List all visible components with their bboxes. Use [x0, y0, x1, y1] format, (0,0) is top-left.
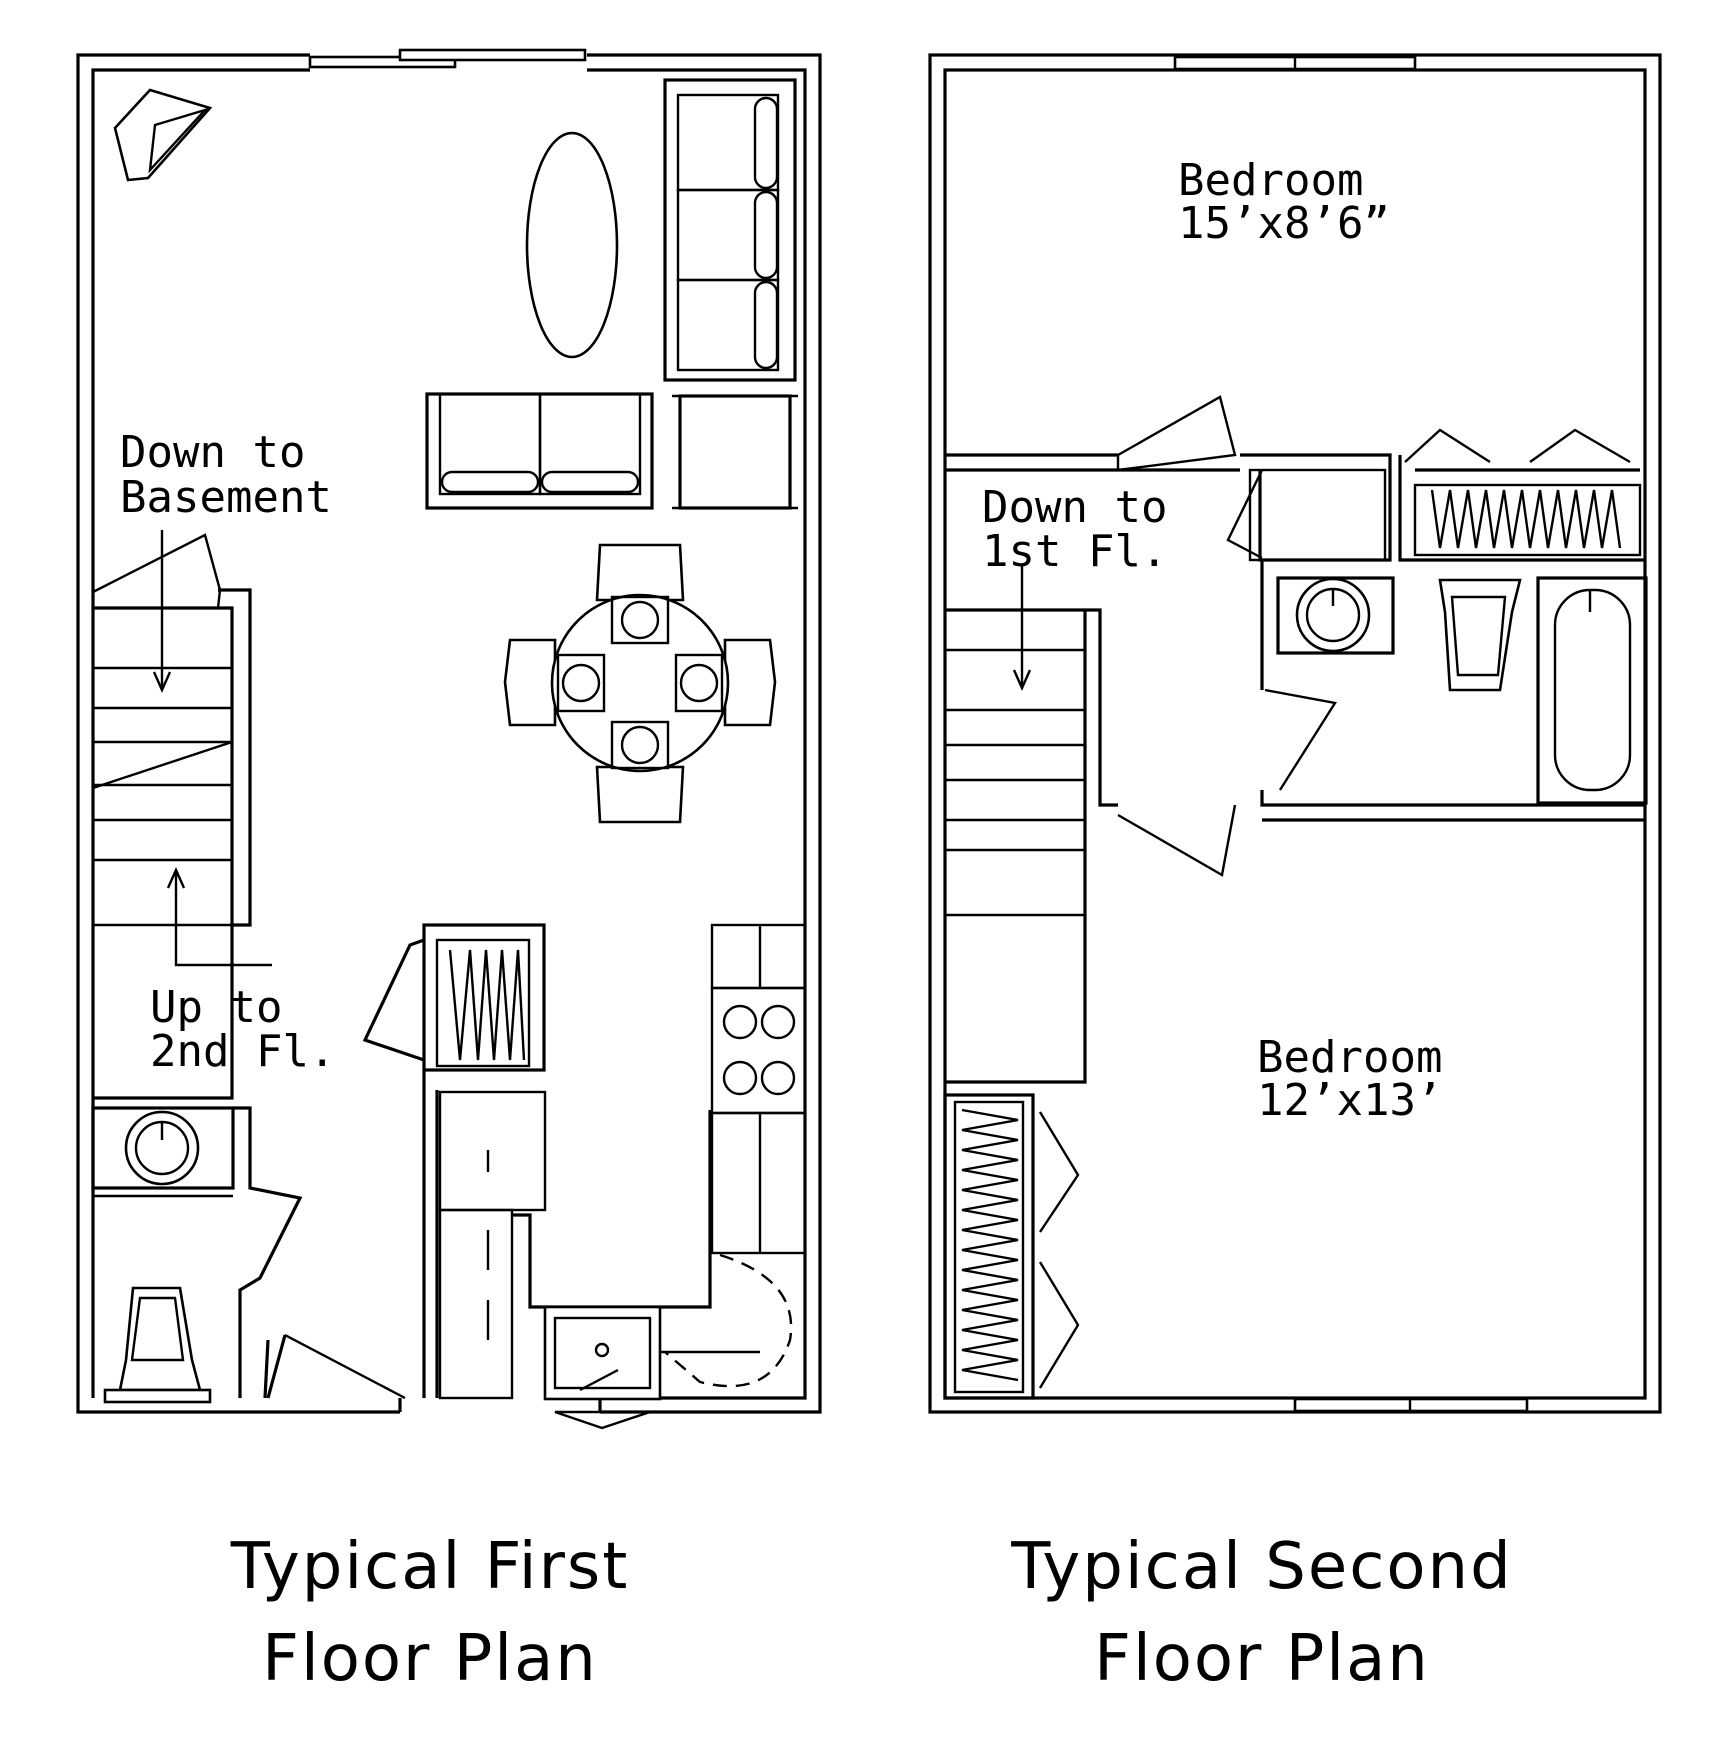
second-floor-windows	[1173, 55, 1529, 1413]
second-floor-exterior-walls	[928, 53, 1662, 1414]
kitchen-sink	[543, 1305, 662, 1430]
end-table	[672, 394, 798, 510]
pantry-closet	[362, 923, 546, 1072]
caption-second-floor-line1: Typical Second	[1010, 1530, 1512, 1604]
second-floor-plan	[928, 53, 1662, 1414]
caption-first-floor-line1: Typical First	[230, 1530, 630, 1604]
sofa-right	[663, 78, 797, 382]
first-floor-plan	[76, 48, 822, 1430]
bottom-bedroom-closet	[943, 1093, 1080, 1400]
label-up-to-2nd-line2: 2nd Fl.	[150, 1026, 335, 1077]
corner-fireplace	[113, 88, 213, 182]
label-bedroom-bottom-size: 12’x13’	[1257, 1075, 1442, 1126]
label-bedroom-bottom-name: Bedroom	[1257, 1032, 1442, 1083]
second-floor-bathroom	[1260, 560, 1648, 822]
first-floor-stairs	[91, 530, 272, 1100]
label-bedroom-top-size: 15’x8’6”	[1178, 198, 1390, 249]
sliding-glass-door	[308, 48, 587, 69]
powder-room	[91, 1106, 406, 1404]
first-floor-exterior-walls	[76, 53, 822, 1414]
label-down-to-1st-line1: Down to	[982, 482, 1167, 533]
label-down-to-basement-line1: Down to	[120, 427, 305, 478]
caption-first-floor-line2: Floor Plan	[262, 1622, 598, 1696]
hall-closet-door	[1226, 469, 1264, 560]
label-up-to-2nd-line1: Up to	[150, 982, 282, 1033]
caption-second-floor-line2: Floor Plan	[1094, 1622, 1430, 1696]
hall-door-lower	[1117, 804, 1237, 877]
top-bedroom-walls	[945, 395, 1645, 562]
label-down-to-1st-line2: 1st Fl.	[982, 526, 1167, 577]
dining-table	[503, 543, 777, 824]
label-bedroom-top-name: Bedroom	[1178, 155, 1363, 206]
second-floor-stairs	[945, 565, 1118, 1084]
label-down-to-basement-line2: Basement	[120, 472, 332, 523]
kitchen-cabinets	[422, 923, 807, 1400]
loveseat	[425, 392, 654, 510]
oval-coffee-table	[525, 131, 619, 359]
